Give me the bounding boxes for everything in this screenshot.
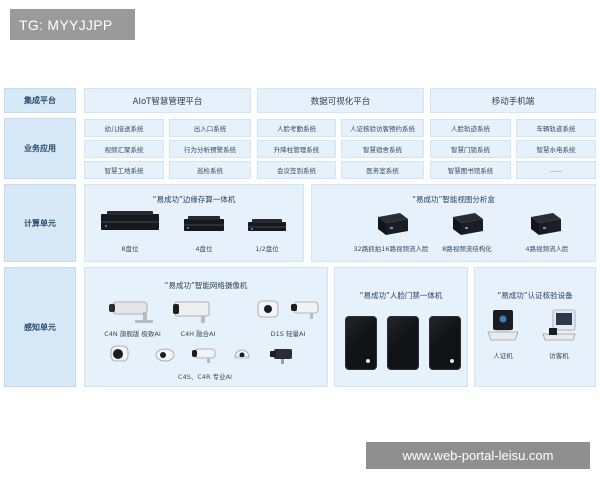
app-system-cell: 智慧水电系统 — [516, 140, 596, 158]
camera-panel-title: “易成功”智能网络摄像机 — [164, 281, 248, 290]
app-system-cell: 巡检系统 — [169, 161, 251, 179]
camera-label-c4h: C4H 融合AI — [180, 330, 216, 338]
app-system-cell: 行为分析预警系统 — [169, 140, 251, 158]
id-verifier-icon — [487, 310, 519, 341]
compute-storage-panel: “易成功”边缘存算一体机 8盘位 4盘位 1/2盘位 — [84, 184, 304, 262]
camera-c4r-turret-icon — [155, 348, 175, 362]
nvr-2-bay — [248, 222, 286, 231]
nvr-4-bay-top — [188, 216, 220, 220]
app-system-cell: 车辆轨迹系统 — [516, 119, 596, 137]
camera-c4h-icon — [173, 301, 210, 323]
app-system-cell: 智慧宿舍系统 — [341, 140, 424, 158]
camera-panel: “易成功”智能网络摄像机 C4N 旗舰版 极致AI C4H 融合AI D1S 轻… — [84, 267, 328, 387]
visitor-machine-icon — [542, 309, 576, 341]
camera-d1s-icon — [257, 300, 279, 318]
camera-c4s-bullet-icon — [192, 348, 216, 363]
app-system-cell: 会议签到系统 — [257, 161, 336, 179]
nvr-4-bay — [184, 219, 224, 231]
app-system-cell: 升降柱管理系统 — [257, 140, 336, 158]
app-system-cell: 智慧图书馆系统 — [430, 161, 511, 179]
face-terminal-panel: “易成功”人脸门禁一体机 — [334, 267, 468, 387]
camera-label-c4n: C4N 旗舰版 极致AI — [104, 330, 161, 338]
app-system-cell: 幼儿接送系统 — [84, 119, 164, 137]
app-system-cell: 医务室系统 — [341, 161, 424, 179]
watermark-top: TG: MYYJJPP — [10, 9, 135, 40]
nvr-8-bay — [101, 214, 159, 230]
row-label-integration: 集成平台 — [4, 88, 76, 113]
camera-label-c4s-c4r: C4S、C4R 专业AI — [178, 373, 232, 381]
face-terminal-2 — [387, 316, 419, 370]
compute-analysis-title: “易成功”智能视图分析盒 — [412, 195, 495, 204]
camera-c4n-icon — [109, 301, 153, 323]
face-terminal-title: “易成功”人脸门禁一体机 — [359, 291, 443, 300]
row-label-apps: 业务应用 — [4, 118, 76, 179]
storage-label-4: 4盘位 — [195, 245, 213, 253]
app-system-cell: 出入口系统 — [169, 119, 251, 137]
analysis-box-8ch — [453, 213, 483, 235]
camera-c4r-mini-dome-icon — [234, 349, 250, 359]
camera-label-d1s: D1S 轻量AI — [270, 330, 306, 338]
app-system-cell: 人脸考勤系统 — [257, 119, 336, 137]
analysis-box-4ch — [531, 213, 561, 235]
camera-d1s-bullet-icon — [291, 301, 319, 319]
platform-aiot: AIoT智慧管理平台 — [84, 88, 251, 113]
app-system-cell: 人脸轨迹系统 — [430, 119, 511, 137]
storage-label-2: 1/2盘位 — [255, 245, 279, 253]
row-label-compute: 计算单元 — [4, 184, 76, 262]
app-system-cell: 视频汇聚系统 — [84, 140, 164, 158]
app-system-cell: 智慧工地系统 — [84, 161, 164, 179]
face-terminal-3 — [429, 316, 461, 370]
watermark-bottom: www.web-portal-leisu.com — [366, 442, 590, 469]
face-terminal-1 — [345, 316, 377, 370]
compute-analysis-panel: “易成功”智能视图分析盒 32路抓拍16路视频流人脸 8路视频流结构化 4路视频… — [311, 184, 596, 262]
verify-device-title: “易成功”认证核验设备 — [497, 291, 573, 300]
analysis-label-4ch: 4路视频流人脸 — [525, 245, 569, 253]
nvr-8-bay-top — [107, 211, 153, 215]
camera-c4r-box-icon — [270, 349, 292, 364]
platform-visualization: 数据可视化平台 — [257, 88, 424, 113]
analysis-label-8ch: 8路视频流结构化 — [442, 245, 492, 253]
verify-device-panel: “易成功”认证核验设备 人证机 访客机 — [474, 267, 596, 387]
storage-label-8: 8盘位 — [121, 245, 139, 253]
platform-mobile: 移动手机端 — [430, 88, 596, 113]
analysis-box-32ch — [378, 213, 408, 235]
row-label-sense: 感知单元 — [4, 267, 76, 387]
verify-label-visitor: 访客机 — [549, 352, 569, 360]
camera-c4s-dome-icon — [110, 345, 129, 362]
nvr-2-bay-top — [252, 219, 282, 223]
app-system-cell: 智慧门锁系统 — [430, 140, 511, 158]
analysis-label-32ch: 32路抓拍16路视频流人脸 — [353, 245, 429, 253]
app-system-cell: ...... — [516, 161, 596, 179]
app-system-cell: 人证核验访客预约系统 — [341, 119, 424, 137]
compute-storage-title: “易成功”边缘存算一体机 — [152, 195, 236, 204]
verify-label-id: 人证机 — [493, 352, 513, 360]
